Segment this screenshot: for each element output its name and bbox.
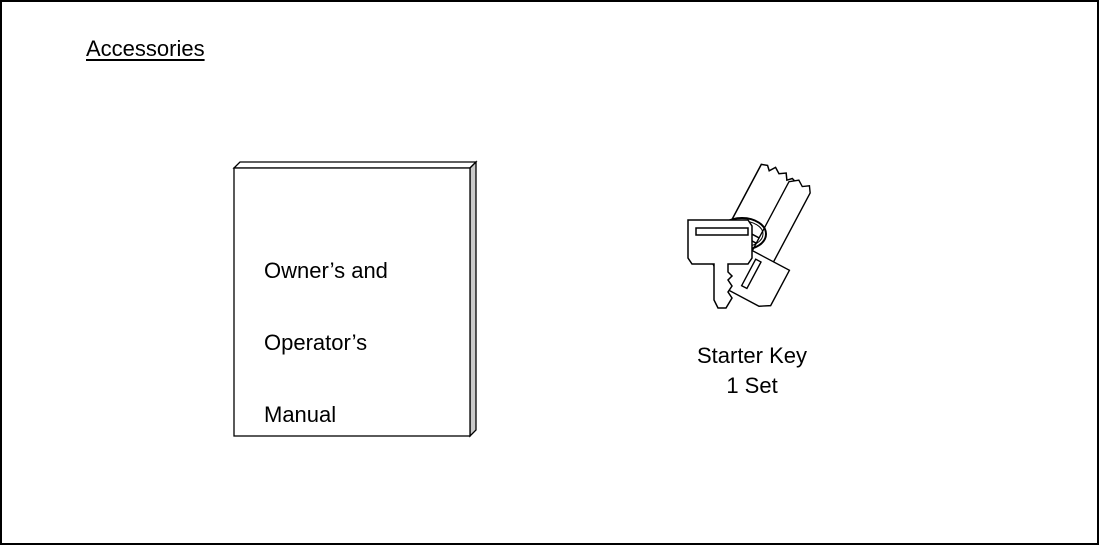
manual-item: Owner’s and Operator’s Manual xyxy=(226,160,486,450)
manual-label: Owner’s and Operator’s Manual xyxy=(264,217,388,469)
section-title: Accessories xyxy=(86,36,205,62)
key-set-caption: Starter Key 1 Set xyxy=(667,341,837,401)
key-caption-line: Starter Key xyxy=(667,341,837,371)
manual-label-line: Owner’s and xyxy=(264,253,388,289)
key-set-icon xyxy=(678,162,848,322)
manual-label-line: Manual xyxy=(264,397,388,433)
manual-label-line: Operator’s xyxy=(264,325,388,361)
key-caption-line: 1 Set xyxy=(667,371,837,401)
